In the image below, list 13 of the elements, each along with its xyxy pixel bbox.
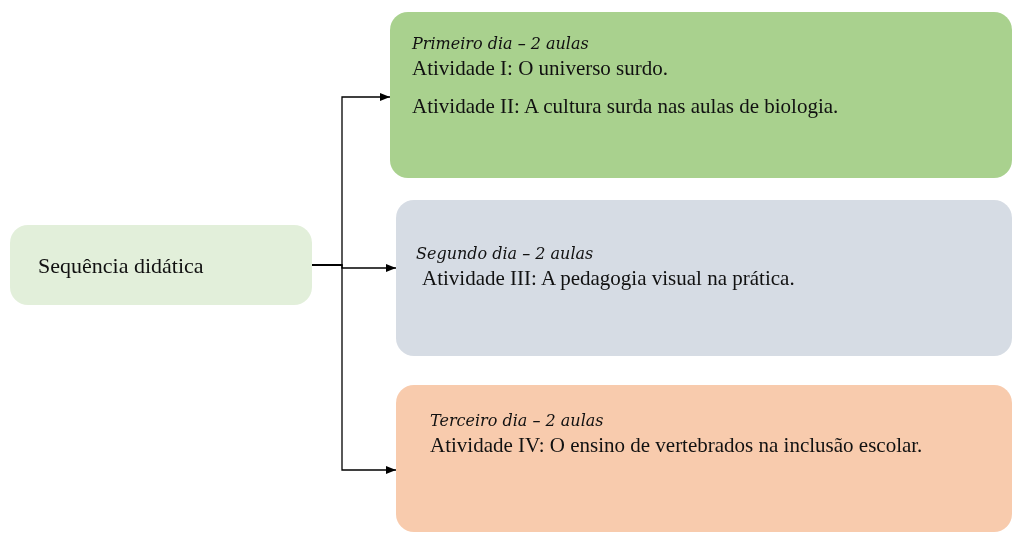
activity-text: Atividade II: A cultura surda nas aulas de biologia. — [412, 92, 840, 120]
topic-box — [10, 225, 312, 305]
day-box — [390, 12, 1012, 178]
topic-title: Sequência didática — [38, 251, 204, 280]
activity-text: Atividade I: O universo surdo. — [412, 55, 670, 82]
day-heading: Terceiro dia – 2 aulas — [430, 411, 605, 430]
day-heading: Segundo dia – 2 aulas — [416, 244, 595, 263]
day-heading: Primeiro dia – 2 aulas — [412, 34, 590, 53]
activity-text: Atividade III: A pedagogia visual na prática. — [421, 265, 796, 292]
arrow — [311, 264, 397, 475]
activity-text: Atividade IV: O ensino de vertebrados na inclusão escolar. — [430, 432, 924, 459]
day-box — [396, 200, 1012, 356]
day-box — [396, 385, 1012, 532]
